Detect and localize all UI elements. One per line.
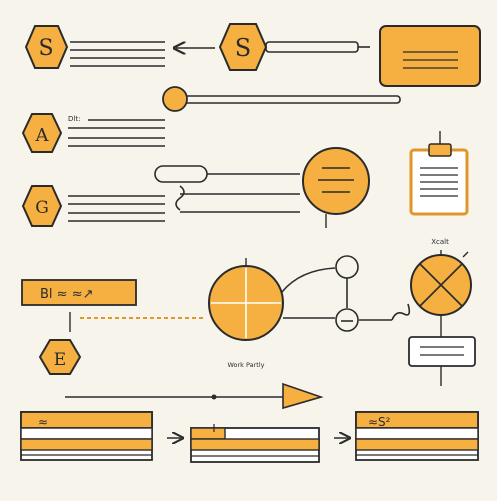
top-center-symbol: S	[235, 34, 251, 62]
flag-box: Bl ≈ ≈↗	[21, 279, 137, 306]
third-hexagon: G	[21, 185, 63, 227]
minus-node	[335, 308, 359, 332]
left-table: ≈	[20, 411, 153, 461]
left-table-symbol: ≈	[38, 415, 48, 429]
top-left-symbol: S	[38, 36, 53, 61]
x-circle	[410, 250, 472, 337]
clipboard	[409, 131, 469, 216]
third-text-lines	[68, 195, 165, 222]
right-table-symbol: ≈S²	[368, 415, 391, 429]
top-left-text-lines	[70, 41, 165, 67]
second-hexagon: A	[21, 113, 63, 153]
top-node	[335, 255, 359, 279]
top-right-card	[379, 25, 481, 87]
flag-text: Bl ≈ ≈↗	[40, 287, 93, 302]
center-right-circle-lines	[318, 167, 354, 193]
top-center-bar	[265, 41, 359, 53]
second-text-lines	[68, 119, 165, 147]
clipboard-lines	[420, 167, 458, 197]
small-note-box	[408, 336, 476, 367]
top-right-card-lines	[403, 51, 458, 69]
right-table: ≈S²	[355, 411, 479, 461]
middle-table	[190, 424, 320, 463]
node-network	[281, 255, 411, 332]
long-right-arrowhead	[282, 382, 324, 410]
tiny-label: Dlt:	[68, 115, 80, 123]
slider-knob[interactable]	[162, 86, 188, 112]
bottom-left-symbol: E	[54, 350, 66, 370]
upper-pill	[154, 165, 208, 183]
second-symbol: A	[35, 125, 50, 146]
clipboard-caption: Xcalt	[431, 238, 449, 246]
third-symbol: G	[35, 198, 49, 218]
center-right-circle	[302, 147, 370, 215]
top-left-hexagon: S	[24, 25, 69, 69]
pill-connector-group	[154, 165, 300, 213]
central-quartered-circle	[208, 258, 284, 341]
center-caption: Work Partly	[227, 361, 264, 369]
slider-track[interactable]	[174, 95, 401, 104]
bottom-left-hexagon: E	[38, 339, 82, 375]
top-center-hexagon: S	[218, 23, 268, 71]
slider[interactable]	[162, 86, 401, 112]
